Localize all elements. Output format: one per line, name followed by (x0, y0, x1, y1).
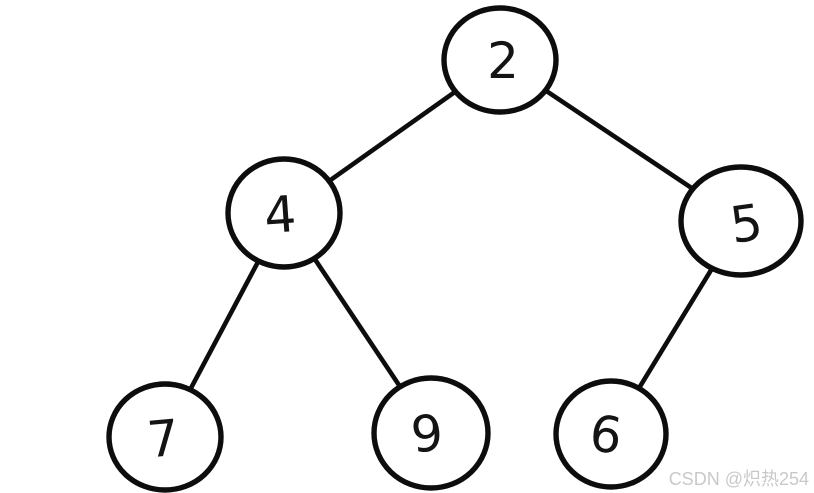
node-value-6: 6 (587, 404, 626, 465)
node-circle-6 (553, 378, 669, 490)
tree-node-6: 6 (553, 378, 669, 490)
node-value-2: 2 (487, 32, 519, 90)
tree-node-2: 2 (441, 5, 559, 115)
node-value-9: 9 (408, 403, 446, 464)
tree-node-9: 9 (371, 375, 491, 491)
node-circle-2 (441, 5, 559, 115)
node-value-4: 4 (262, 185, 298, 245)
node-circle-7 (106, 381, 224, 493)
tree-node-5: 5 (678, 164, 804, 278)
tree-node-7: 7 (106, 381, 224, 493)
node-value-7: 7 (145, 409, 182, 470)
tree-nodes: 2 4 5 7 9 6 (106, 5, 804, 493)
node-circle-5 (678, 164, 804, 278)
node-circle-9 (371, 375, 491, 491)
csdn-watermark: CSDN @炽热254 (669, 469, 809, 489)
node-circle-4 (225, 156, 343, 270)
tree-node-4: 4 (225, 156, 343, 270)
